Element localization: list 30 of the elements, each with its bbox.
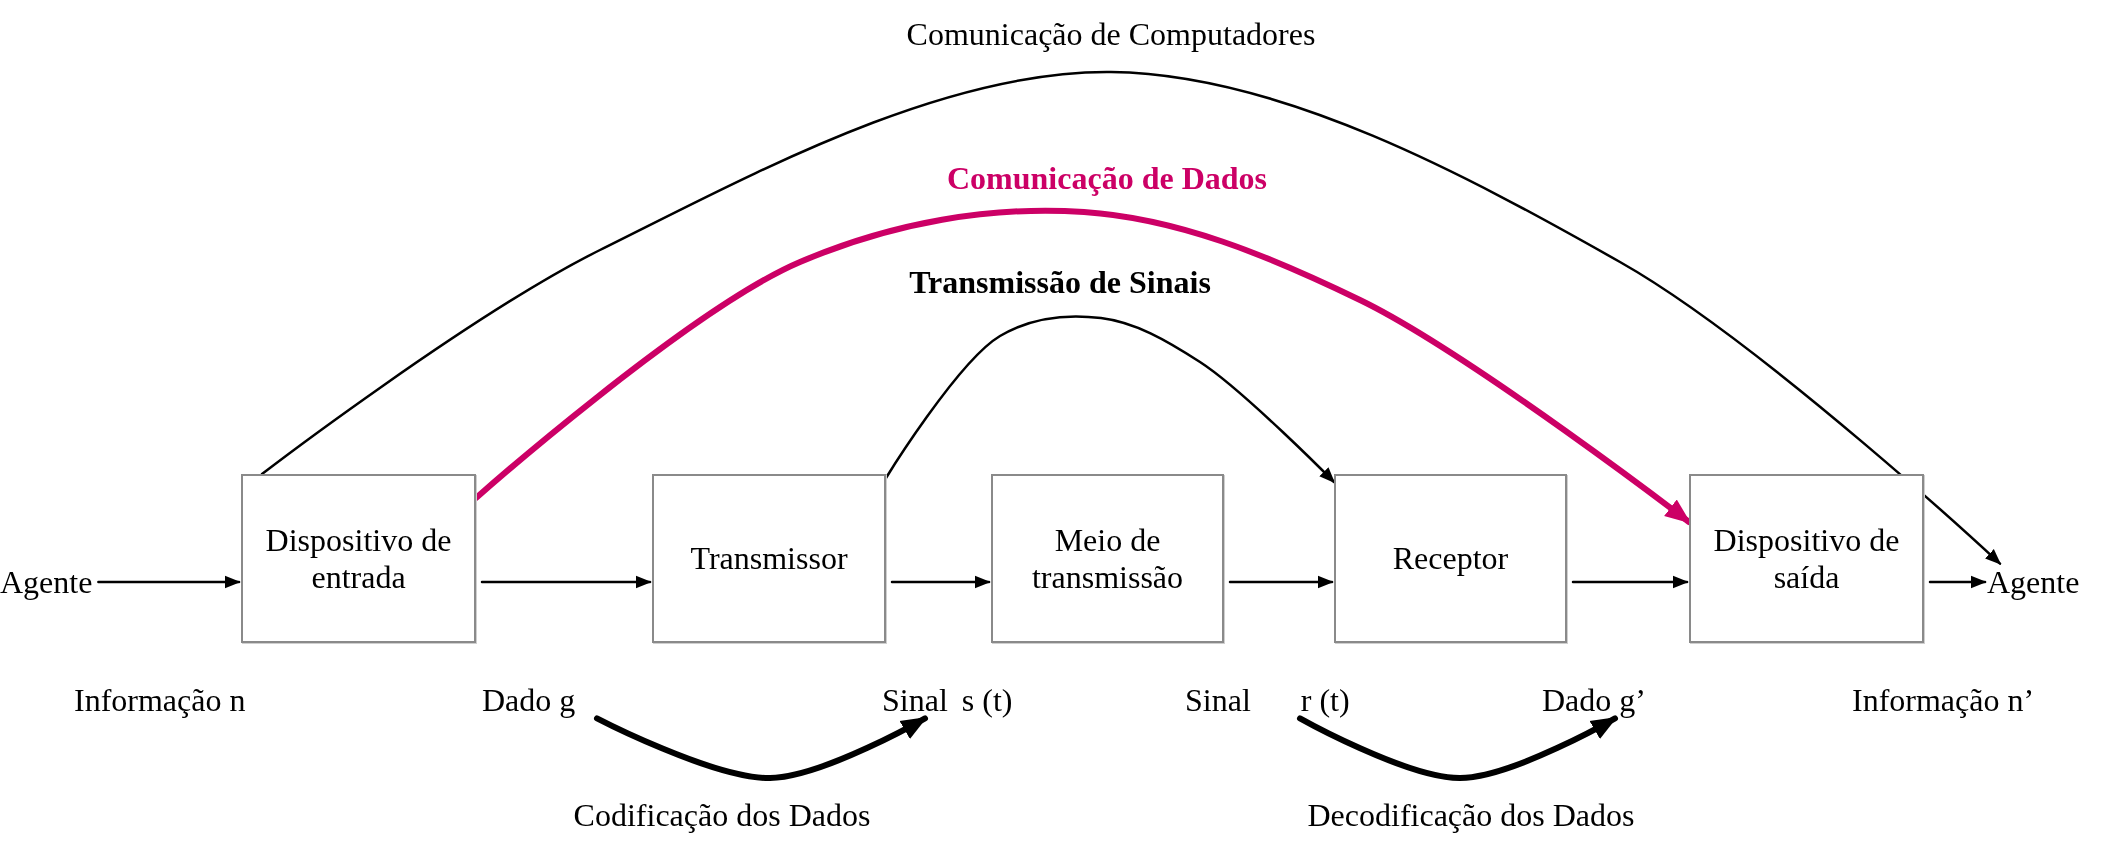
arrow (260, 70, 2002, 565)
process-box (241, 474, 476, 643)
arrow (1928, 575, 1987, 589)
signal-label: Informação n’ (1852, 681, 2035, 719)
arrow (890, 575, 991, 589)
process-box (1334, 474, 1567, 643)
box-label: Meio de transmissão (1030, 521, 1185, 596)
arrow (884, 315, 1336, 484)
arrow (1297, 715, 1618, 781)
node-label: Sinal (1185, 681, 1251, 718)
node-label: Dado g’ (1542, 681, 1646, 719)
arrow (1228, 575, 1334, 589)
node-label: Sinal (882, 681, 948, 718)
signal-label: Informação n (74, 681, 246, 719)
node-label: Dado g (482, 681, 576, 719)
process-box (991, 474, 1224, 643)
node-label: s (t) (961, 681, 1013, 718)
box-label: Transmissor (690, 540, 848, 577)
arrow (480, 575, 652, 589)
node-label: r (t) (1300, 681, 1350, 718)
box-label: Dispositivo de entrada (264, 521, 453, 596)
arrow (594, 715, 928, 781)
box-label: Dispositivo de saída (1712, 521, 1901, 596)
box-label: Receptor (1392, 540, 1509, 577)
process-box (1689, 474, 1924, 643)
node-label: Agente (1987, 563, 2080, 601)
arrow (97, 575, 241, 589)
node-label: Agente (0, 563, 93, 601)
arrow (1571, 575, 1689, 589)
process-box (652, 474, 886, 643)
